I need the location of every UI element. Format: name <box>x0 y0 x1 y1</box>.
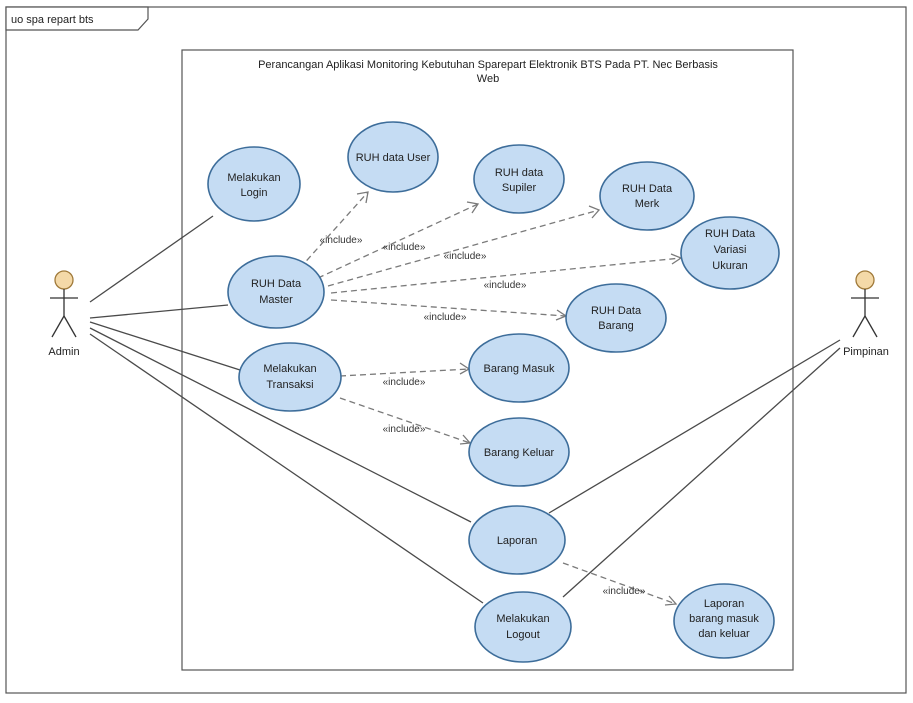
usecase-label: Barang <box>598 320 633 332</box>
usecase-label: RUH data <box>495 167 544 179</box>
include-label: «include» <box>424 312 467 323</box>
assoc-admin-logout <box>89 333 484 604</box>
usecase-label: Laporan <box>497 535 537 547</box>
include-label: «include» <box>484 280 527 291</box>
actor-head-icon <box>54 270 74 290</box>
include-laporan-masukkeluar <box>562 562 678 606</box>
include-label: «include» <box>444 251 487 262</box>
usecase-barang-masuk[interactable]: Barang Masuk <box>468 333 570 403</box>
assoc-admin-transaksi <box>89 321 241 371</box>
usecase-logout[interactable]: Melakukan Logout <box>474 591 572 663</box>
frame-label: uo spa repart bts <box>11 14 94 26</box>
include-transaksi-keluar <box>339 397 472 445</box>
usecase-label: Ukuran <box>712 260 747 272</box>
usecase-label: Logout <box>506 629 540 641</box>
include-label: «include» <box>320 235 363 246</box>
system-title-line1: Perancangan Aplikasi Monitoring Kebutuha… <box>258 59 718 71</box>
include-master-supplier <box>317 201 480 279</box>
assoc-pimpinan-laporan <box>548 339 841 514</box>
usecase-barang-keluar[interactable]: Barang Keluar <box>468 417 570 487</box>
usecase-laporan-masuk-keluar[interactable]: Laporan barang masuk dan keluar <box>673 583 775 659</box>
usecase-ruh-merk[interactable]: RUH Data Merk <box>599 161 695 231</box>
usecase-label: Variasi <box>714 244 747 256</box>
usecase-label: RUH Data <box>622 183 673 195</box>
system-boundary <box>181 49 794 671</box>
usecase-transaksi[interactable]: Melakukan Transaksi <box>238 342 342 412</box>
usecase-label: RUH Data <box>591 305 642 317</box>
usecase-label: RUH data User <box>356 152 431 164</box>
include-label: «include» <box>383 242 426 253</box>
usecase-laporan[interactable]: Laporan <box>468 505 566 575</box>
usecase-ruh-user[interactable]: RUH data User <box>347 121 439 193</box>
usecase-label: Master <box>259 294 293 306</box>
include-master-user <box>299 191 369 269</box>
include-label: «include» <box>383 424 426 435</box>
assoc-admin-laporan <box>89 327 472 523</box>
actor-pimpinan[interactable]: Pimpinan <box>843 270 889 358</box>
usecase-login[interactable]: Melakukan Login <box>207 146 301 222</box>
include-master-merk <box>327 205 601 287</box>
usecase-label: Supiler <box>502 182 537 194</box>
usecase-ruh-supplier[interactable]: RUH data Supiler <box>473 144 565 214</box>
actor-label-admin: Admin <box>48 346 79 358</box>
actor-head-icon <box>855 270 875 290</box>
usecase-label: Melakukan <box>263 363 316 375</box>
usecase-label: Merk <box>635 198 660 210</box>
actor-admin[interactable]: Admin <box>48 270 80 358</box>
frame-border <box>5 6 907 694</box>
usecase-ruh-barang[interactable]: RUH Data Barang <box>565 283 667 353</box>
assoc-admin-master <box>89 304 229 319</box>
include-label: «include» <box>603 586 646 597</box>
include-transaksi-masuk <box>339 362 471 377</box>
usecase-ruh-master[interactable]: RUH Data Master <box>227 255 325 329</box>
usecase-label: barang masuk <box>689 613 759 625</box>
include-label: «include» <box>383 377 426 388</box>
usecase-label: Transaksi <box>266 379 313 391</box>
usecase-label: RUH Data <box>251 278 302 290</box>
usecase-label: Login <box>241 187 268 199</box>
assoc-pimpinan-logout <box>562 347 841 598</box>
usecase-label: Melakukan <box>227 172 280 184</box>
usecase-ruh-variasi[interactable]: RUH Data Variasi Ukuran <box>680 216 780 290</box>
usecase-label: RUH Data <box>705 228 756 240</box>
usecase-label: Barang Masuk <box>484 363 555 375</box>
assoc-admin-login <box>89 215 214 303</box>
usecase-label: Melakukan <box>496 613 549 625</box>
usecase-label: dan keluar <box>698 628 750 640</box>
system-title-line2: Web <box>477 73 499 85</box>
usecase-label: Laporan <box>704 598 744 610</box>
frame-tab <box>5 6 149 31</box>
actor-label-pimpinan: Pimpinan <box>843 346 889 358</box>
usecase-label: Barang Keluar <box>484 447 555 459</box>
